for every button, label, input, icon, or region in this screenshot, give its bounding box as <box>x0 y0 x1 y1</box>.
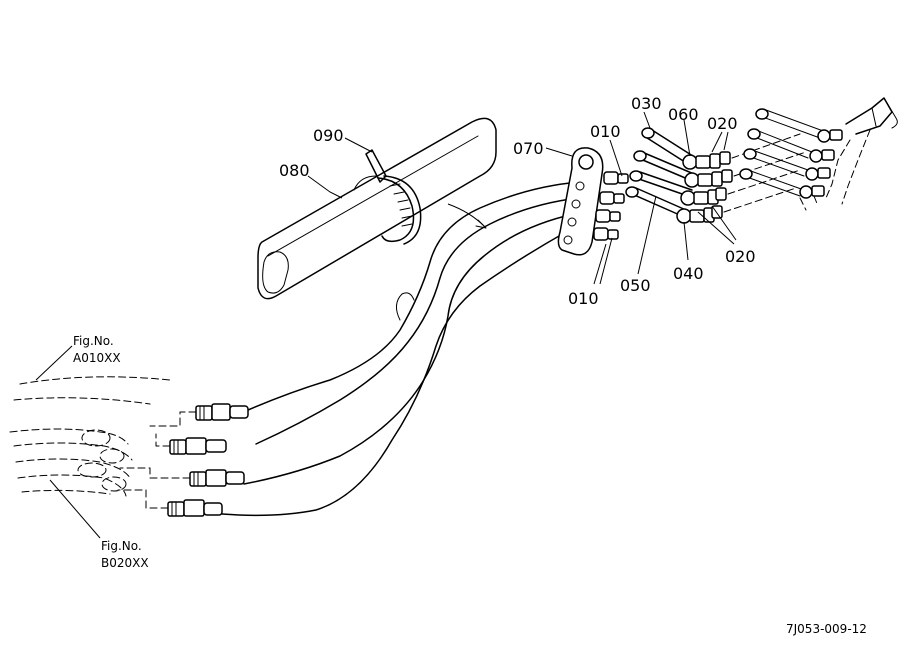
pipes-030-050 <box>625 127 697 217</box>
label-010-top: 010 <box>590 122 621 141</box>
hose-end-fittings <box>167 403 249 517</box>
ref-b-line2: B020XX <box>101 556 149 570</box>
reference-dashed-lines <box>9 376 197 509</box>
label-070: 070 <box>513 139 544 158</box>
ref-a-line2: A010XX <box>73 351 121 365</box>
label-060: 060 <box>668 105 699 124</box>
label-010-bottom: 010 <box>568 289 599 308</box>
tube-080 <box>257 117 497 300</box>
label-050: 050 <box>620 276 651 295</box>
couplers-010 <box>593 171 629 241</box>
label-090: 090 <box>313 126 344 145</box>
drawing-code: 7J053-009-12 <box>786 622 867 636</box>
fitting-left-1 <box>195 403 249 421</box>
label-030: 030 <box>631 94 662 113</box>
fitting-left-4 <box>167 499 223 517</box>
label-020-bottom: 020 <box>725 247 756 266</box>
clamp-band-090 <box>353 149 422 245</box>
fitting-left-3 <box>189 469 245 487</box>
label-020-top: 020 <box>707 114 738 133</box>
figure-references: Fig.No. A010XX Fig.No. B020XX <box>73 334 149 570</box>
ref-a-line1: Fig.No. <box>73 334 114 348</box>
part-labels: 090 080 070 010 030 060 020 020 040 050 … <box>279 94 756 308</box>
hose-assembly <box>221 181 581 517</box>
ref-b-line1: Fig.No. <box>101 539 142 553</box>
leader-lines <box>35 111 737 539</box>
label-080: 080 <box>279 161 310 180</box>
label-040: 040 <box>673 264 704 283</box>
far-side-assembly <box>723 97 898 213</box>
bracket-plate-070 <box>557 147 604 256</box>
fitting-left-2 <box>169 437 227 455</box>
